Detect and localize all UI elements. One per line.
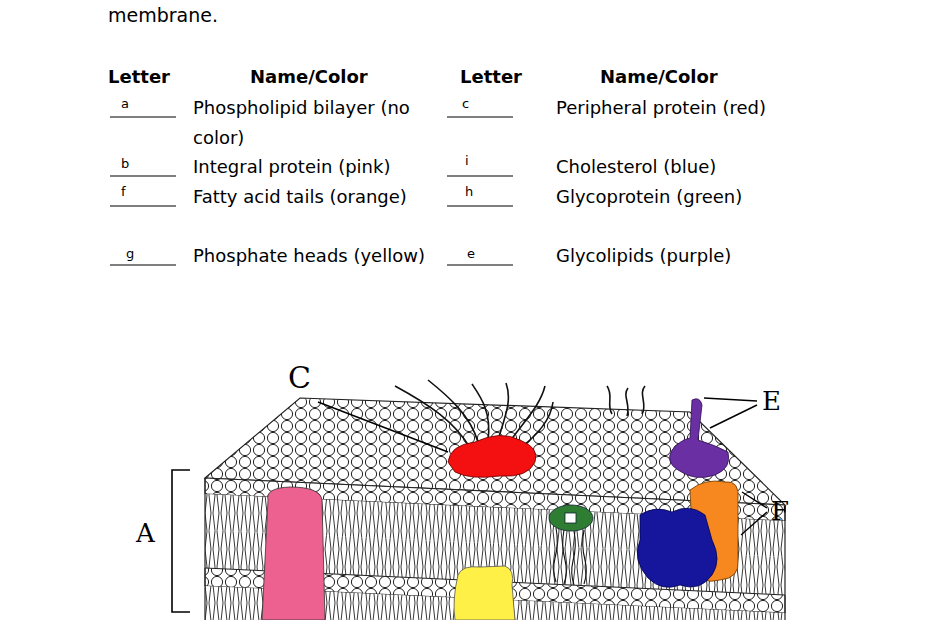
glycoprotein-tails	[554, 528, 587, 585]
callout-letter: A	[136, 518, 155, 549]
answer-lines	[110, 117, 513, 265]
answer-letter: b	[121, 156, 129, 172]
callout-letter: C	[288, 360, 311, 396]
glycoprotein-channel	[565, 513, 576, 523]
part-name: Glycoprotein (green)	[556, 182, 766, 212]
part-name: Integral protein (pink)	[193, 152, 443, 182]
callout-letter: F	[771, 496, 789, 527]
worksheet-text: membrane.	[108, 4, 218, 27]
glycoprotein	[549, 505, 593, 531]
integral-protein	[262, 487, 325, 620]
answer-letter: f	[121, 184, 126, 200]
cholesterol	[637, 508, 717, 587]
answer-letter: a	[121, 96, 129, 112]
part-name: Phosphate heads (yellow)	[193, 241, 443, 271]
glycolipid	[670, 399, 729, 478]
column-header: Letter	[108, 66, 170, 88]
part-name: Peripheral protein (red)	[556, 93, 766, 123]
phosphate-heads	[454, 566, 515, 620]
answer-letter: c	[462, 96, 469, 112]
answer-letter: g	[126, 246, 134, 262]
column-header: Name/Color	[600, 66, 718, 88]
leader-lines	[318, 398, 767, 535]
part-name: Phospholipid bilayer (no color)	[193, 93, 443, 153]
part-name: Glycolipids (purple)	[556, 241, 766, 271]
answer-letter: e	[467, 246, 475, 262]
column-header: Letter	[460, 66, 522, 88]
answer-letter: i	[465, 153, 469, 169]
answer-letter: h	[465, 184, 473, 200]
bracket	[172, 470, 190, 612]
callout-letter: E	[762, 386, 781, 417]
bilayer	[205, 398, 785, 620]
column-header: Name/Color	[250, 66, 368, 88]
peripheral-protein	[448, 435, 536, 477]
glycolipid-chains	[607, 386, 645, 416]
part-name: Cholesterol (blue)	[556, 152, 766, 182]
part-name: Fatty acid tails (orange)	[193, 182, 443, 212]
